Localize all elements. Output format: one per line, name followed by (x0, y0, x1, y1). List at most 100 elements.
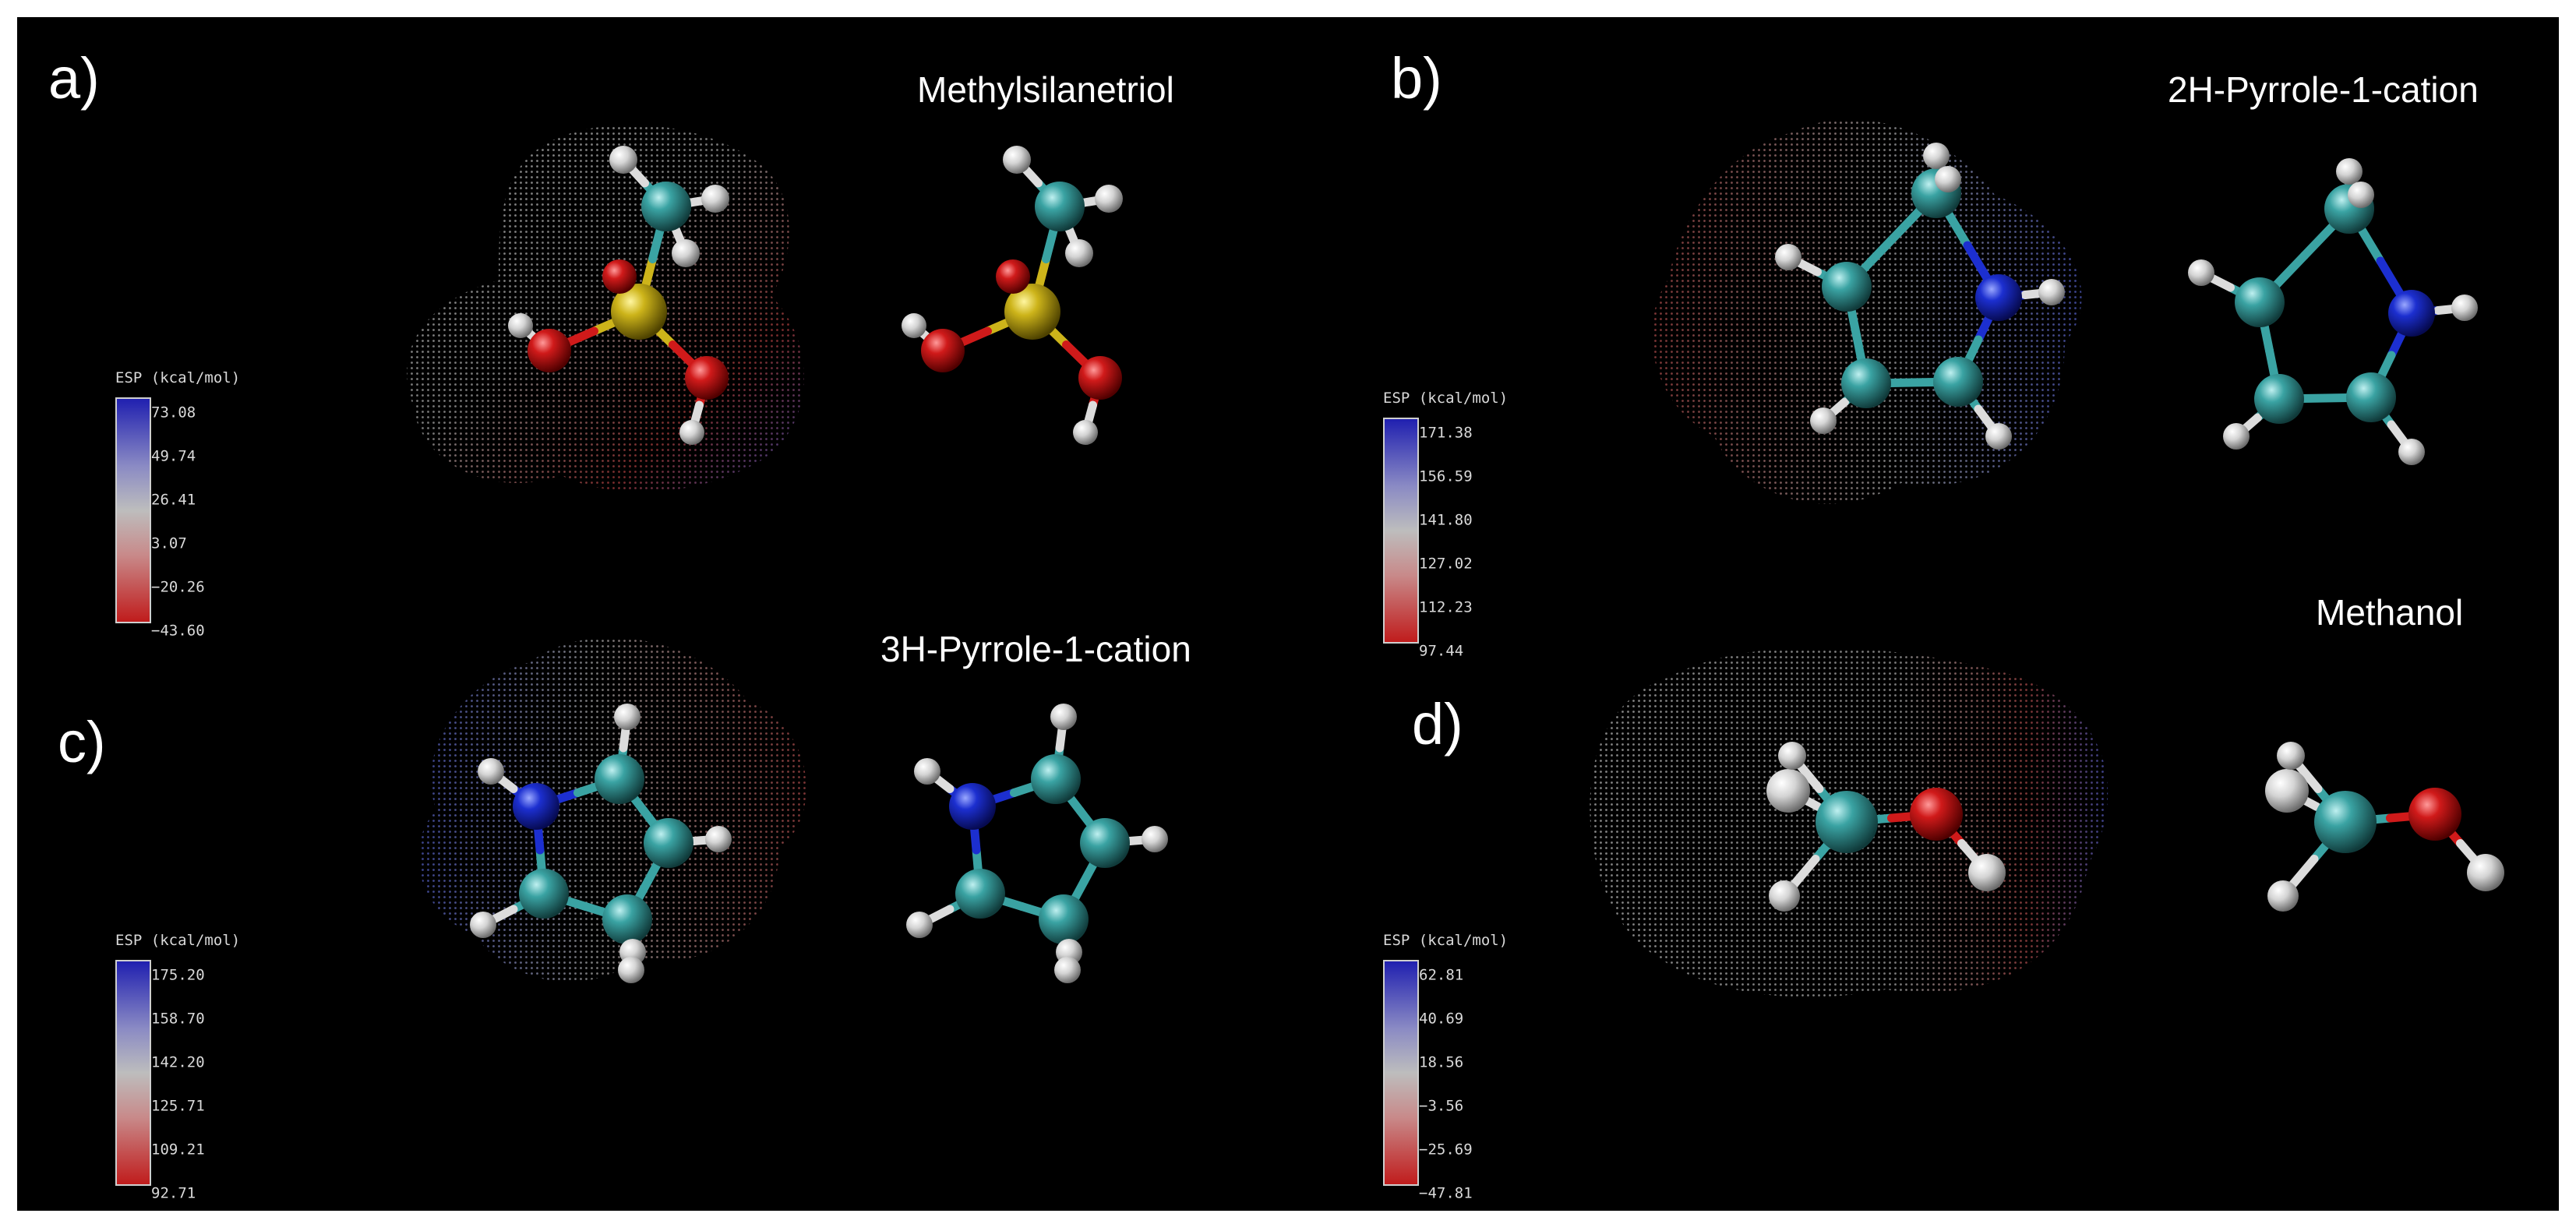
carbon-atom (955, 869, 1005, 919)
colorbar-b-tick: 156.59 (1419, 467, 1473, 485)
molecule-title-c: 3H-Pyrrole-1-cation (880, 629, 1191, 669)
hydrogen-atom (672, 239, 700, 267)
colorbar-a-tick: 73.08 (151, 404, 196, 422)
colorbar-d-tick: −3.56 (1419, 1097, 1464, 1115)
colorbar-c-tick: 92.71 (151, 1184, 196, 1202)
colorbar-d-tick: 18.56 (1419, 1053, 1464, 1071)
carbon-atom (1031, 754, 1081, 804)
hydrogen-atom (508, 313, 533, 338)
hydrogen-atom (478, 758, 504, 785)
carbon-atom (2235, 277, 2285, 327)
molecules-layer (470, 143, 2504, 983)
hydrogen-atom (701, 185, 729, 213)
molecule-a-overlay (508, 146, 729, 445)
colorbar-a-tick: 26.41 (151, 491, 196, 509)
colorbar-c-tick: 109.21 (151, 1141, 205, 1159)
figure-background (17, 17, 2559, 1211)
molecule-d-overlay (1766, 742, 2006, 912)
colorbar-b-tick: 97.44 (1419, 642, 1464, 660)
panel-label-d: d) (1412, 692, 1463, 757)
hydrogen-atom (2265, 769, 2309, 813)
colorbar-c-tick: 158.70 (151, 1010, 205, 1028)
oxygen-atom (2408, 788, 2461, 841)
hydrogen-atom (1769, 880, 1800, 912)
carbon-atom (595, 754, 644, 804)
nitrogen-atom (1975, 274, 2022, 321)
colorbar-a-tick: −20.26 (151, 578, 205, 596)
colorbar-b-tick: 127.02 (1419, 555, 1473, 573)
hydrogen-atom (2267, 880, 2299, 912)
hydrogen-atom (1810, 407, 1837, 434)
carbon-atom (2346, 372, 2396, 422)
carbon-atom (1841, 358, 1891, 408)
nitrogen-atom (949, 783, 996, 830)
molecule-b-overlay (1775, 143, 2065, 450)
carbon-atom (1080, 818, 1130, 868)
carbon-atom (1933, 357, 1983, 407)
carbon-atom (644, 818, 693, 868)
colorbar-d: ESP (kcal/mol) 62.81 40.69 18.56 −3.56 −… (1383, 932, 1570, 1201)
colorbar-a-title: ESP (kcal/mol) (115, 369, 241, 386)
carbon-atom (1035, 182, 1085, 231)
hydrogen-atom (1775, 244, 1801, 270)
hydrogen-atom (1054, 957, 1081, 983)
hydrogen-atom (2398, 439, 2425, 465)
carbon-atom (641, 182, 691, 231)
carbon-atom (519, 869, 569, 919)
carbon-atom (1822, 262, 1872, 312)
colorbar-d-tick: 40.69 (1419, 1010, 1464, 1028)
hydrogen-atom (609, 146, 637, 174)
panel-label-c: c) (58, 710, 106, 774)
oxygen-atom (1078, 356, 1122, 400)
hydrogen-atom (614, 704, 640, 730)
colorbar-d-tick: −25.69 (1419, 1141, 1473, 1159)
colorbar-a-gradient (115, 397, 151, 623)
oxygen-atom (921, 329, 965, 372)
molecule-d (2265, 742, 2504, 912)
carbon-atom (1039, 894, 1089, 944)
colorbar-a: ESP (kcal/mol) 73.08 49.74 26.41 3.07 −2… (115, 369, 302, 638)
oxygen-atom (1910, 788, 1963, 841)
colorbar-c-tick: 175.20 (151, 966, 205, 984)
hydrogen-atom (705, 826, 732, 852)
molecule-title-d: Methanol (2316, 592, 2464, 633)
molecule-b (2188, 158, 2478, 465)
hydrogen-atom (1968, 854, 2006, 891)
colorbar-c-tick: 142.20 (151, 1053, 205, 1071)
panel-label-a: a) (48, 46, 100, 111)
molecule-title-a: Methylsilanetriol (917, 69, 1174, 110)
hydrogen-atom (2188, 259, 2214, 286)
hydrogen-atom (618, 957, 644, 983)
colorbar-b-tick: 112.23 (1419, 598, 1473, 616)
carbon-atom (602, 894, 652, 944)
hydrogen-atom (914, 758, 940, 785)
hydrogen-atom (902, 313, 926, 338)
hydrogen-atom (1985, 423, 2012, 450)
panel-label-b: b) (1391, 46, 1442, 111)
carbon-atom (1816, 791, 1878, 853)
hydrogen-atom (2223, 423, 2250, 450)
hydrogen-atom (906, 912, 933, 938)
colorbar-a-tick: 49.74 (151, 447, 196, 465)
hydrogen-atom (1003, 146, 1031, 174)
hydrogen-atom (1766, 769, 1810, 813)
oxygen-atom (996, 259, 1030, 294)
hydrogen-atom (470, 912, 496, 938)
colorbar-b-title: ESP (kcal/mol) (1383, 390, 1509, 407)
hydrogen-atom (2451, 295, 2478, 321)
colorbar-c-tick: 125.71 (151, 1097, 205, 1115)
colorbar-c-title: ESP (kcal/mol) (115, 932, 241, 949)
molecule-c (906, 704, 1168, 983)
colorbar-d-tick: −47.81 (1419, 1184, 1473, 1202)
colorbar-d-tick: 62.81 (1419, 966, 1464, 984)
silicon-atom (1004, 284, 1060, 340)
hydrogen-atom (1050, 704, 1077, 730)
esp-surface-c (418, 637, 806, 982)
molecule-title-b: 2H-Pyrrole-1-cation (2168, 69, 2479, 110)
colorbar-d-gradient (1383, 960, 1419, 1186)
hydrogen-atom (679, 420, 704, 445)
nitrogen-atom (2388, 290, 2435, 337)
colorbar-a-tick: 3.07 (151, 534, 187, 552)
nitrogen-atom (513, 783, 559, 830)
